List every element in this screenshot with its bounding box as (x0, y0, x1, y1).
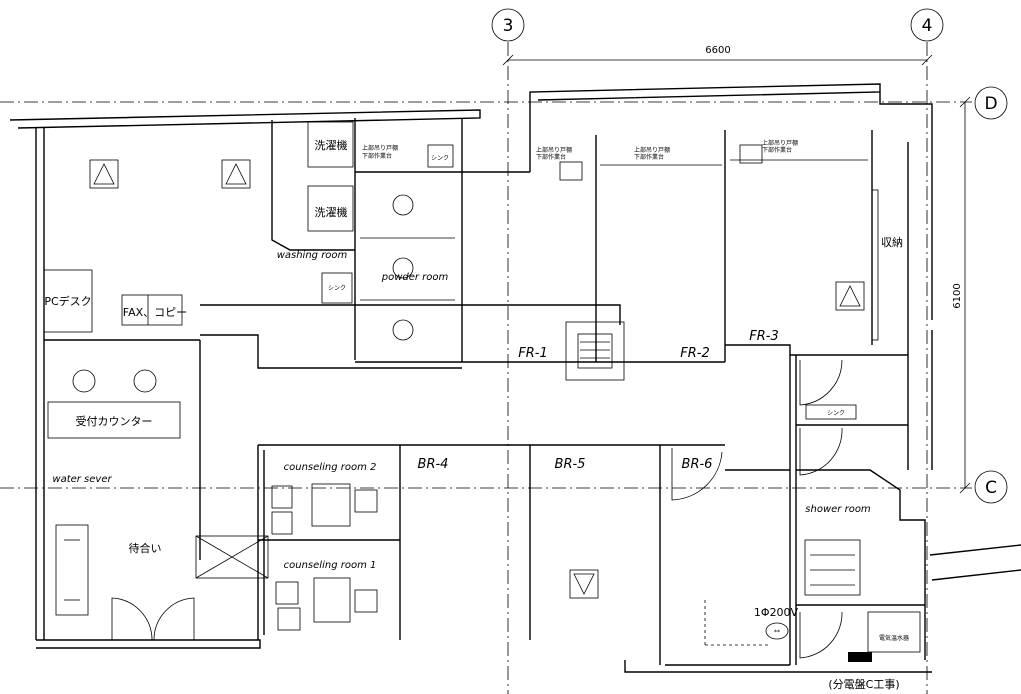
outer-walls (9, 83, 1021, 673)
entrance-doors (111, 597, 195, 641)
fax-copy: FAX、コピー (121, 294, 187, 326)
br-4-label: BR-4 (418, 457, 449, 472)
powder-room-label: powder room (381, 272, 449, 283)
fr-3-label: FR-3 (749, 329, 778, 344)
svg-text:収納: 収納 (881, 236, 903, 249)
waiting-label: 待合い (129, 541, 162, 555)
axis-label-4: 4 (922, 16, 933, 36)
axis-label-c: C (985, 478, 997, 498)
shower-unit (804, 539, 861, 596)
br-6-label: BR-6 (682, 457, 713, 472)
svg-text:電気温水器: 電気温水器 (879, 634, 909, 642)
water-heater: 電気温水器 (848, 611, 921, 662)
br-6-door (671, 448, 723, 501)
waiting-sofa (55, 524, 89, 616)
cabinet-note-a: 上部吊り戸棚 下部作業台 (362, 144, 398, 160)
br-5-label: BR-5 (555, 457, 586, 472)
reception-counter: 受付カウンター (47, 369, 181, 439)
grid-lines (0, 42, 972, 694)
axis-marker-d: D (974, 86, 1008, 120)
axis-label-d: D (984, 94, 997, 114)
sink-wet: シンク (805, 404, 857, 420)
axis-label-3: 3 (503, 16, 514, 36)
dimension-horizontal: 6600 (502, 45, 933, 66)
fr-3-triangle (835, 281, 865, 311)
cabinet-note-b: 上部吊り戸棚 下部作業台 (536, 146, 583, 181)
svg-text:洗濯機: 洗濯機 (315, 138, 348, 152)
svg-text:上部吊り戸棚: 上部吊り戸棚 (362, 144, 398, 152)
svg-text:上部吊り戸棚: 上部吊り戸棚 (536, 146, 572, 154)
svg-text:FAX、コピー: FAX、コピー (123, 306, 187, 319)
shower-room-label: shower room (805, 504, 871, 515)
washer-1: 洗濯機 (307, 121, 354, 168)
dimension-horizontal-label: 6600 (705, 45, 730, 56)
washing-room-label: washing room (277, 250, 348, 261)
dimension-vertical: 6100 (952, 96, 971, 494)
counseling-room-2: counseling room 2 (271, 462, 378, 535)
svg-text:**: ** (774, 629, 780, 636)
fr-2-label: FR-2 (680, 346, 709, 361)
axis-marker-3: 3 (491, 8, 525, 42)
axis-marker-c: C (974, 470, 1008, 504)
svg-text:下部作業台: 下部作業台 (762, 146, 792, 154)
cabinet-note-c: 上部吊り戸棚 下部作業台 (600, 146, 722, 166)
svg-text:上部吊り戸棚: 上部吊り戸棚 (634, 146, 670, 154)
svg-text:下部作業台: 下部作業台 (634, 153, 664, 161)
svg-text:シンク: シンク (431, 155, 449, 162)
sink-washing: シンク (321, 272, 353, 304)
svg-text:シンク: シンク (827, 410, 845, 417)
pc-desk-label: PCデスク (44, 294, 91, 308)
sink-powder: シンク (427, 144, 454, 168)
ac-unit-center (565, 321, 625, 381)
toilet-fixtures (392, 194, 414, 341)
br-5-triangle (569, 569, 599, 599)
counseling-room-1: counseling room 1 (275, 560, 378, 631)
ac-unit-lower (195, 535, 269, 579)
washer-2: 洗濯機 (307, 185, 354, 232)
axis-marker-4: 4 (910, 8, 944, 42)
svg-text:下部作業台: 下部作業台 (362, 152, 392, 160)
svg-text:下部作業台: 下部作業台 (536, 153, 566, 161)
svg-text:洗濯機: 洗濯機 (315, 205, 348, 219)
svg-text:counseling room 1: counseling room 1 (284, 560, 377, 571)
svg-text:counseling room 2: counseling room 2 (284, 462, 377, 473)
svg-text:上部吊り戸棚: 上部吊り戸棚 (762, 139, 798, 147)
water-server-label: water sever (52, 474, 112, 485)
svg-text:シンク: シンク (328, 285, 346, 292)
cabinet-note-d: 上部吊り戸棚 下部作業台 (730, 139, 868, 164)
upper-left-triangles (89, 159, 251, 189)
fr-1-label: FR-1 (518, 346, 547, 361)
panel-note-label: (分電盤C工事) (828, 678, 899, 691)
svg-text:受付カウンター: 受付カウンター (76, 415, 153, 428)
wet-door-2 (799, 427, 843, 476)
power-outlet: 1Φ200V ** (704, 600, 799, 646)
dimension-vertical-label: 6100 (952, 283, 963, 308)
heater-door (799, 611, 843, 659)
storage: 収納 (871, 189, 903, 341)
svg-text:1Φ200V: 1Φ200V (754, 606, 799, 619)
interior-walls (43, 118, 926, 666)
wet-door-1 (799, 359, 843, 406)
